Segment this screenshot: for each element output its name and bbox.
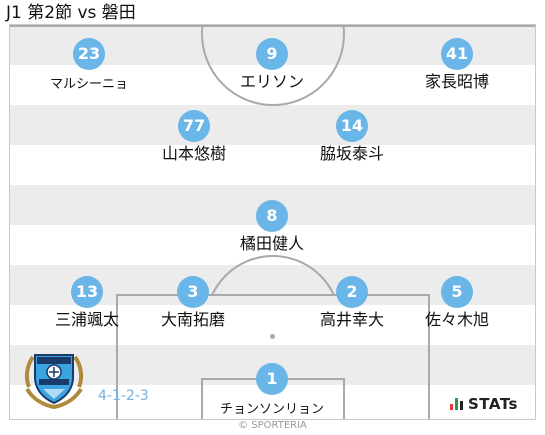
player-number: 23 bbox=[73, 38, 105, 70]
player-name: 佐々木旭 bbox=[424, 310, 489, 329]
player-number: 14 bbox=[336, 110, 368, 142]
player-name: エリソン bbox=[239, 72, 304, 91]
player-card[interactable]: 3 大南拓磨 bbox=[128, 276, 258, 330]
player-number: 8 bbox=[256, 200, 288, 232]
stats-brand: STATs bbox=[450, 395, 518, 413]
player-card[interactable]: 8 橘田健人 bbox=[207, 200, 337, 254]
penalty-box bbox=[116, 294, 430, 419]
player-number: 5 bbox=[441, 276, 473, 308]
stats-label: STATs bbox=[468, 395, 518, 413]
player-number: 3 bbox=[177, 276, 209, 308]
player-card[interactable]: 5 佐々木旭 bbox=[392, 276, 522, 330]
player-number: 2 bbox=[336, 276, 368, 308]
page-title: J1 第2節 vs 磐田 bbox=[6, 3, 136, 23]
player-name: 大南拓磨 bbox=[160, 310, 225, 329]
formation-label: 4-1-2-3 bbox=[98, 388, 149, 404]
credit-text: © SPORTERIA bbox=[238, 420, 307, 431]
player-name: 脇坂泰斗 bbox=[319, 144, 384, 163]
player-card[interactable]: 41 家長昭博 bbox=[392, 38, 522, 92]
club-crest-icon bbox=[24, 354, 84, 409]
player-number: 77 bbox=[178, 110, 210, 142]
player-card[interactable]: 2 高井幸大 bbox=[287, 276, 417, 330]
player-card[interactable]: 1 チョンソンリョン bbox=[207, 363, 337, 420]
player-name: 家長昭博 bbox=[424, 72, 489, 91]
player-number: 1 bbox=[256, 363, 288, 395]
player-name: 高井幸大 bbox=[319, 310, 384, 329]
player-name: 橘田健人 bbox=[239, 234, 304, 253]
player-name: マルシーニョ bbox=[49, 77, 128, 92]
player-card[interactable]: 77 山本悠樹 bbox=[129, 110, 259, 164]
player-number: 9 bbox=[256, 38, 288, 70]
player-card[interactable]: 14 脇坂泰斗 bbox=[287, 110, 417, 164]
player-name: 三浦颯太 bbox=[54, 310, 119, 329]
player-card[interactable]: 23 マルシーニョ bbox=[24, 38, 154, 95]
player-card[interactable]: 13 三浦颯太 bbox=[22, 276, 152, 330]
player-number: 41 bbox=[441, 38, 473, 70]
penalty-spot bbox=[270, 334, 275, 339]
player-name: 山本悠樹 bbox=[161, 144, 226, 163]
halfway-line bbox=[10, 25, 535, 27]
player-card[interactable]: 9 エリソン bbox=[207, 38, 337, 92]
stats-bars-icon bbox=[450, 398, 463, 410]
player-name: チョンソンリョン bbox=[219, 402, 324, 417]
player-number: 13 bbox=[71, 276, 103, 308]
